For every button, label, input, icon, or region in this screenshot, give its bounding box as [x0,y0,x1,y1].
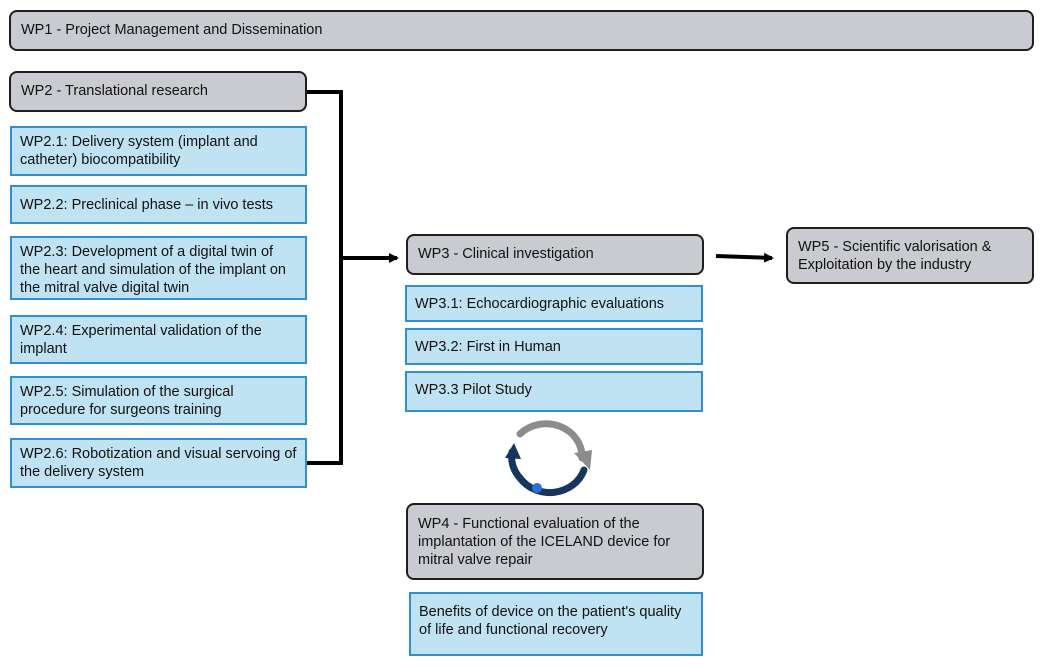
wp2-bracket-line [307,90,343,465]
wp2-task-1: WP2.1: Delivery system (implant and cath… [10,126,307,176]
wp3-task-2: WP3.2: First in Human [405,328,703,365]
wp2-task-2-label: WP2.2: Preclinical phase – in vivo tests [20,197,274,213]
wp3-box: WP3 - Clinical investigation [406,234,704,275]
wp2-task-4-label: WP2.4: Experimental validation of the im… [20,323,262,357]
wp2-task-4: WP2.4: Experimental validation of the im… [10,315,307,364]
wp2-task-6: WP2.6: Robotization and visual servoing … [10,438,307,488]
wp3-task-1-label: WP3.1: Echocardiographic evaluations [415,296,665,312]
wp4-label: WP4 - Functional evaluation of the impla… [418,516,671,568]
cycle-arrows-icon [505,420,592,496]
wp2-task-1-label: WP2.1: Delivery system (implant and cath… [20,134,258,168]
wp3-task-1: WP3.1: Echocardiographic evaluations [405,285,703,322]
wp3-label: WP3 - Clinical investigation [418,246,594,262]
wp5-box: WP5 - Scientific valorisation & Exploita… [786,227,1034,284]
wp4-benefit-label: Benefits of device on the patient's qual… [419,604,682,638]
wp1-label: WP1 - Project Management and Disseminati… [21,22,323,38]
wp2-task-5: WP2.5: Simulation of the surgical proced… [10,376,307,425]
wp5-label: WP5 - Scientific valorisation & Exploita… [798,239,992,273]
wp2-task-6-label: WP2.6: Robotization and visual servoing … [20,446,297,480]
wp3-to-wp5-arrow [715,252,774,263]
wp2-task-3: WP2.3: Development of a digital twin of … [10,236,307,300]
wp4-benefit-box: Benefits of device on the patient's qual… [409,592,703,656]
wp2-task-5-label: WP2.5: Simulation of the surgical proced… [20,384,234,418]
wp3-task-3-label: WP3.3 Pilot Study [415,382,532,398]
wp2-box: WP2 - Translational research [9,71,307,112]
wp2-task-2: WP2.2: Preclinical phase – in vivo tests [10,185,307,224]
wp2-task-3-label: WP2.3: Development of a digital twin of … [20,244,286,296]
wp3-task-3: WP3.3 Pilot Study [405,371,703,412]
wp3-task-2-label: WP3.2: First in Human [415,339,561,355]
wp2-label: WP2 - Translational research [21,83,208,99]
wp4-box: WP4 - Functional evaluation of the impla… [406,503,704,580]
wp1-box: WP1 - Project Management and Disseminati… [9,10,1034,51]
